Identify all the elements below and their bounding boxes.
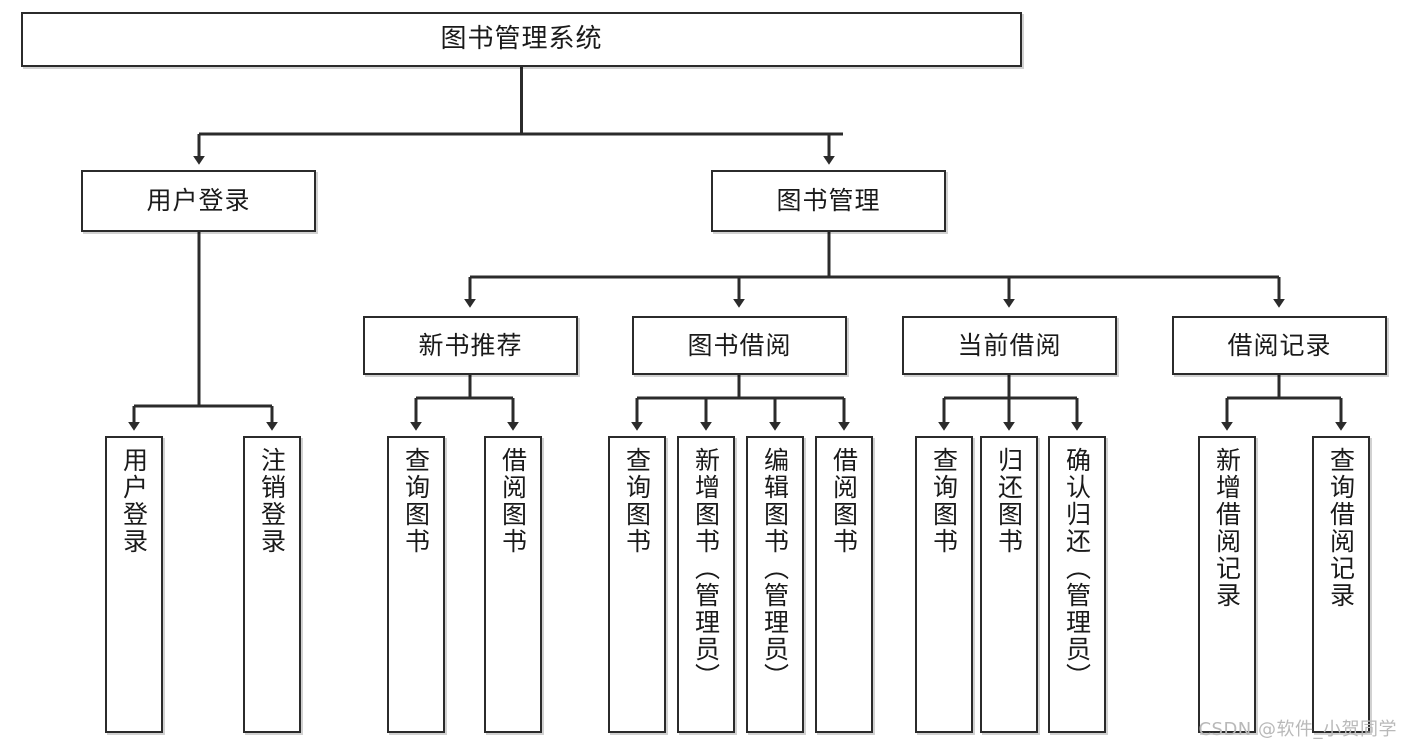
leaf-borrow-book[interactable]: 借阅图书 bbox=[815, 436, 873, 733]
node-label: 图书管理系统 bbox=[440, 24, 603, 55]
node-book-borrowing[interactable]: 图书借阅 bbox=[632, 316, 847, 375]
node-label: 借阅记录 bbox=[1227, 330, 1332, 360]
leaf-query-book-current[interactable]: 查询图书 bbox=[915, 436, 973, 733]
leaf-query-book-recommend[interactable]: 查询图书 bbox=[387, 436, 445, 733]
node-book-management[interactable]: 图书管理 bbox=[711, 170, 946, 232]
node-label: 借阅图书 bbox=[498, 447, 528, 555]
node-label: 归还图书 bbox=[994, 447, 1024, 555]
node-label: 用户登录 bbox=[146, 186, 251, 216]
node-label: 查询图书 bbox=[401, 447, 431, 555]
node-label: 注销登录 bbox=[257, 447, 287, 555]
leaf-user-login[interactable]: 用户登录 bbox=[105, 436, 163, 733]
node-label: 查询借阅记录 bbox=[1326, 447, 1356, 609]
node-label: 查询图书 bbox=[622, 447, 652, 555]
node-label: 新增图书（管理员） bbox=[691, 447, 721, 690]
leaf-confirm-return-admin[interactable]: 确认归还（管理员） bbox=[1048, 436, 1106, 733]
node-label: 借阅图书 bbox=[829, 447, 859, 555]
node-label: 用户登录 bbox=[119, 447, 149, 555]
node-label: 编辑图书（管理员） bbox=[760, 447, 790, 690]
node-label: 新书推荐 bbox=[418, 330, 523, 360]
node-label: 图书管理 bbox=[776, 186, 881, 216]
node-user-login[interactable]: 用户登录 bbox=[81, 170, 316, 232]
node-label: 当前借阅 bbox=[957, 330, 1062, 360]
node-new-book-recommendation[interactable]: 新书推荐 bbox=[363, 316, 578, 375]
leaf-borrow-book-recommend[interactable]: 借阅图书 bbox=[484, 436, 542, 733]
node-borrowing-record[interactable]: 借阅记录 bbox=[1172, 316, 1387, 375]
leaf-edit-book-admin[interactable]: 编辑图书（管理员） bbox=[746, 436, 804, 733]
node-label: 图书借阅 bbox=[687, 330, 792, 360]
node-current-borrowing[interactable]: 当前借阅 bbox=[902, 316, 1117, 375]
leaf-add-borrow-record[interactable]: 新增借阅记录 bbox=[1198, 436, 1256, 733]
leaf-query-book-borrow[interactable]: 查询图书 bbox=[608, 436, 666, 733]
leaf-return-book[interactable]: 归还图书 bbox=[980, 436, 1038, 733]
node-label: 确认归还（管理员） bbox=[1062, 447, 1092, 690]
node-root-book-management-system[interactable]: 图书管理系统 bbox=[21, 12, 1022, 67]
node-label: 新增借阅记录 bbox=[1212, 447, 1242, 609]
leaf-logout[interactable]: 注销登录 bbox=[243, 436, 301, 733]
leaf-query-borrow-record[interactable]: 查询借阅记录 bbox=[1312, 436, 1370, 733]
leaf-add-book-admin[interactable]: 新增图书（管理员） bbox=[677, 436, 735, 733]
node-label: 查询图书 bbox=[929, 447, 959, 555]
csdn-watermark: CSDN @软件_小贺同学 bbox=[1198, 719, 1397, 740]
